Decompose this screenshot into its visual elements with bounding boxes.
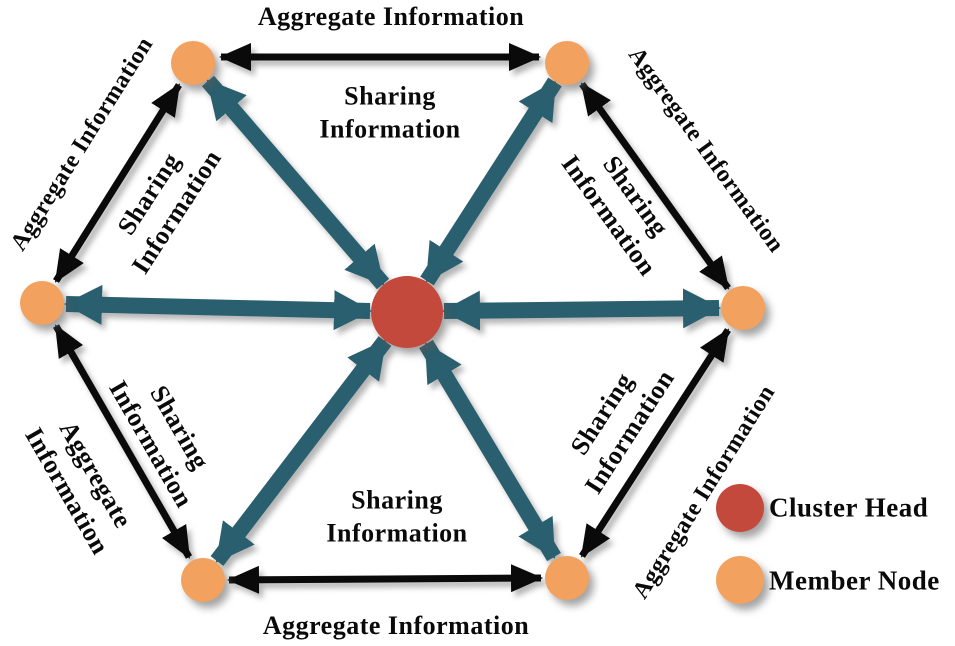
sharing-link-left bbox=[64, 284, 372, 331]
label-line: Sharing bbox=[344, 81, 436, 111]
label-aggregate-bottom: Aggregate Information bbox=[262, 610, 530, 640]
label-aggregate-top: Aggregate Information bbox=[257, 1, 525, 31]
label-line: Information bbox=[319, 114, 461, 143]
aggregate-link-top-right bbox=[579, 81, 731, 291]
legend-cluster-head-swatch bbox=[716, 484, 764, 532]
member-node-left bbox=[20, 281, 64, 325]
sharing-link-bottom-right bbox=[419, 339, 561, 562]
member-node-bottom-right bbox=[545, 556, 589, 600]
label-sharing-top: Sharing Information bbox=[319, 81, 460, 146]
legend-member-node-swatch bbox=[716, 556, 764, 604]
aggregate-link-bottom bbox=[227, 564, 543, 594]
legend-member-node-label: Member Node bbox=[769, 565, 940, 596]
cluster-head-node bbox=[371, 276, 443, 348]
label-sharing-bottom: Sharing Information bbox=[326, 485, 467, 550]
sharing-link-top-right bbox=[420, 77, 562, 286]
sharing-link-top-left bbox=[201, 75, 390, 290]
label-line: Sharing bbox=[351, 485, 443, 515]
aggregate-link-bottom-right bbox=[579, 328, 731, 558]
aggregate-link-bottom-left bbox=[52, 324, 193, 559]
legend-cluster-head-label: Cluster Head bbox=[769, 492, 929, 523]
sharing-link-bottom-left bbox=[210, 336, 392, 566]
member-node-top-right bbox=[545, 41, 589, 85]
aggregate-link-top-left bbox=[53, 83, 182, 283]
member-node-bottom-left bbox=[181, 558, 225, 602]
sharing-link-right bbox=[442, 288, 721, 331]
label-line: Information bbox=[326, 518, 468, 547]
member-node-top-left bbox=[171, 41, 215, 85]
member-node-right bbox=[721, 286, 765, 330]
